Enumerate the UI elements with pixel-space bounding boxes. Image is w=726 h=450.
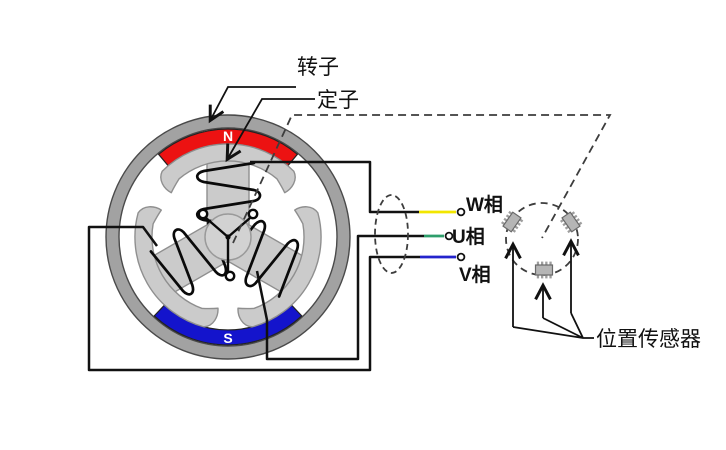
phase-w-wire (250, 160, 419, 214)
star-hook-left (197, 208, 209, 220)
phase-u-wire (255, 234, 424, 361)
sensor-reference-line (232, 114, 612, 244)
chip-pin (541, 275, 544, 279)
motor-cross-section: N S (105, 114, 351, 360)
sensor-pointers (504, 238, 594, 339)
rotor-label: 转子 (297, 56, 339, 79)
stator-leader-arrow (225, 98, 315, 163)
north-pole-label: N (223, 128, 233, 144)
rotor-ring-inner-outline (118, 127, 338, 347)
star-hook-right (247, 208, 259, 220)
phase-v-label: V相 (459, 264, 491, 286)
chip-body (561, 211, 581, 233)
phase-v-wire (87, 225, 420, 372)
chip-body (502, 211, 522, 233)
star-lead-left (205, 217, 229, 238)
hall-sensor-chip-right (559, 211, 583, 234)
hall-sensors (500, 210, 583, 279)
hall-sensor-chip-left (500, 210, 524, 233)
pole-shoe (134, 206, 219, 328)
position-sensor-label: 位置传感器 (596, 328, 701, 351)
coil-winding (195, 161, 262, 229)
pole-shoe (160, 143, 296, 194)
rotor-leader-arrow (208, 86, 296, 124)
star-hook-down (224, 270, 236, 282)
phase-v-terminal (456, 252, 466, 262)
star-point-connection (197, 208, 259, 282)
stator-label: 定子 (317, 89, 359, 112)
rotor-ring (106, 115, 350, 359)
chip-body (534, 264, 554, 276)
coil-winding (149, 221, 228, 296)
hall-sensor-chip-bottom (534, 261, 554, 279)
chip-pin (536, 275, 540, 279)
star-point-dot (225, 234, 231, 240)
callout-leaders (208, 86, 315, 163)
chip-pin (541, 261, 544, 265)
phase-u-label: U相 (452, 226, 485, 248)
chip-pin (536, 261, 540, 265)
pole-shoe (237, 206, 322, 328)
chip-pin (545, 275, 548, 279)
phase-w-label: W相 (466, 194, 503, 216)
star-lead-right (227, 217, 251, 238)
cable-bundle-ellipse (374, 194, 409, 274)
phase-wires (87, 160, 424, 372)
chip-pin (549, 275, 552, 279)
chip-pin (549, 261, 552, 265)
rotor-ring-outer-outline (105, 114, 351, 360)
phase-w-terminal (456, 207, 466, 217)
phase-u-terminal (444, 231, 454, 241)
sensor-leader-lines (512, 312, 594, 339)
coil-winding (224, 219, 300, 298)
south-pole-label: S (223, 330, 232, 346)
chip-pin (545, 261, 548, 265)
